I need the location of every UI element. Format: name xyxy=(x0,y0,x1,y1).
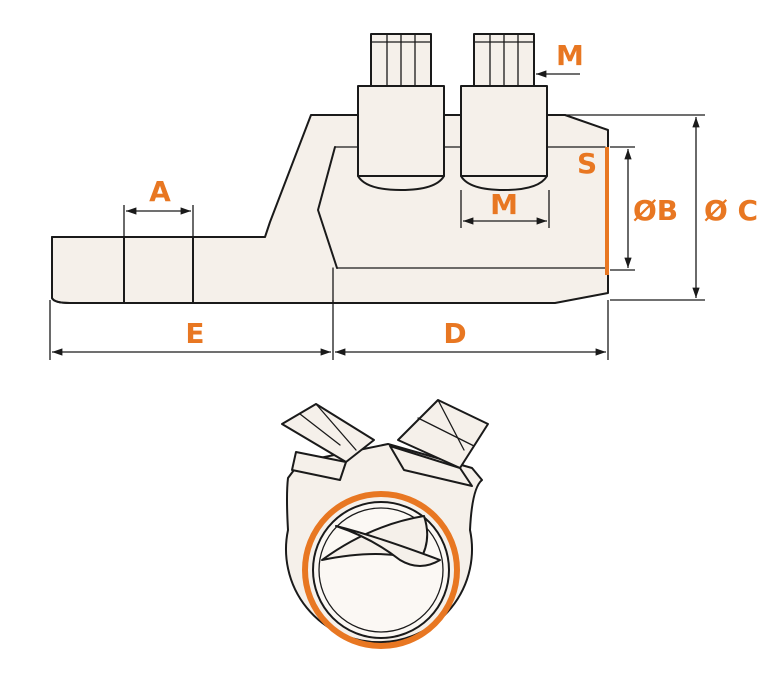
label-m-bolt: M xyxy=(556,39,584,72)
label-c: Ø C xyxy=(704,194,758,227)
bolt-2-shear-tip xyxy=(460,175,548,191)
insulation-ring xyxy=(302,491,460,649)
bolt-2-block xyxy=(460,85,548,177)
dimension-m-bolt: M xyxy=(536,39,584,78)
label-b: ØB xyxy=(633,194,678,227)
label-e: E xyxy=(185,317,204,350)
barrel-chamfer xyxy=(317,146,338,269)
bolt-1-block xyxy=(357,85,445,177)
end-bolt-right-hex xyxy=(397,399,489,469)
end-bolt-right xyxy=(389,399,489,487)
bore-outer xyxy=(312,501,450,639)
end-bolt-right-base xyxy=(389,445,473,487)
label-m-spacing: M xyxy=(490,188,518,221)
dimension-m-spacing: M xyxy=(460,188,550,228)
dimension-c: Ø C xyxy=(565,114,758,301)
lug-palm-pad xyxy=(51,236,71,304)
label-d: D xyxy=(443,317,466,350)
side-view: A E D M M S xyxy=(49,33,758,360)
bolt-1 xyxy=(357,33,445,191)
label-s: S xyxy=(577,147,597,180)
dimension-a: A xyxy=(123,175,194,237)
end-bolt-left xyxy=(281,403,375,481)
dimension-d: D xyxy=(335,300,609,360)
bore-inner xyxy=(318,507,444,633)
bolt-tip-right xyxy=(335,525,441,567)
dimension-b: ØB xyxy=(610,146,678,271)
end-bolt-left-base xyxy=(291,451,347,481)
bolt-2 xyxy=(460,33,548,191)
bolt-1-shear-tip xyxy=(357,175,445,191)
end-view xyxy=(281,399,489,649)
label-a: A xyxy=(149,175,171,208)
dimension-e: E xyxy=(49,300,334,360)
